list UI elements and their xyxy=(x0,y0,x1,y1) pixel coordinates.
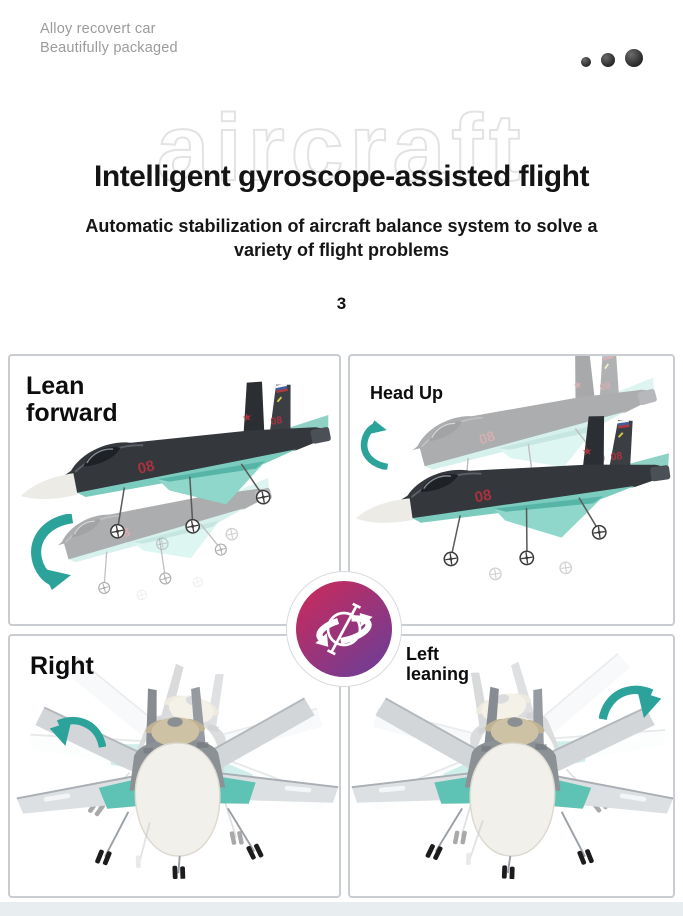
footer-strip xyxy=(0,902,683,916)
tilt-down-arrow-icon xyxy=(22,514,90,590)
brand-text: Alloy recovert car Beautifully packaged xyxy=(40,20,178,58)
page-number: 3 xyxy=(336,294,347,313)
dot-medium-icon xyxy=(601,53,615,67)
tilt-up-arrow-icon xyxy=(355,416,399,474)
page-title: Intelligent gyroscope-assisted flight xyxy=(94,160,589,193)
panel-left-leaning: Left leaning xyxy=(348,634,675,898)
subtitle-line-2: variety of flight problems xyxy=(233,240,450,260)
aircraft-watermark: aircraft xyxy=(155,94,527,202)
dot-small-icon xyxy=(581,57,591,67)
panel-lean-forward: Lean forward xyxy=(8,354,341,626)
gyroscope-badge xyxy=(287,572,401,686)
panel-label-left-leaning: Left leaning xyxy=(406,644,470,684)
subtitle-line-1: Automatic stabilization of aircraft bala… xyxy=(85,216,598,236)
gyroscope-icon xyxy=(313,598,375,660)
page-subtitle: Automatic stabilization of aircraft bala… xyxy=(0,214,683,262)
panel-label-right: Right xyxy=(30,652,94,680)
panel-head-up: Head Up xyxy=(348,354,675,626)
dot-large-icon xyxy=(625,49,643,67)
panel-right-roll: Right xyxy=(8,634,341,898)
panel-label-lean-forward: Lean forward xyxy=(26,372,118,427)
gyroscope-badge-circle xyxy=(296,581,392,677)
jet-front-view-image xyxy=(11,672,341,884)
brand-line-2: Beautifully packaged xyxy=(40,40,178,56)
panel-label-head-up: Head Up xyxy=(370,383,444,403)
brand-line-1: Alloy recovert car xyxy=(40,21,156,37)
roll-right-arrow-icon xyxy=(48,706,106,766)
roll-left-arrow-icon xyxy=(598,678,664,736)
